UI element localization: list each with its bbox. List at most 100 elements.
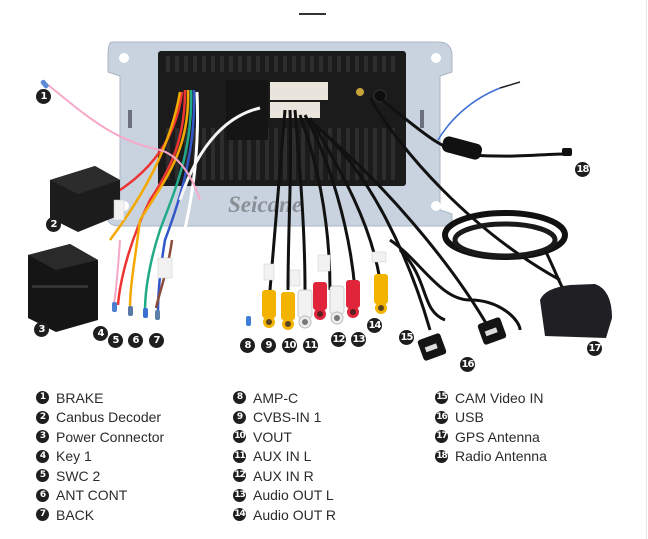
heat-sink-fin: [265, 56, 269, 72]
legend-label: BACK: [56, 506, 95, 523]
heat-sink-fin: [175, 56, 179, 72]
heat-sink-fin: [364, 56, 368, 72]
heat-sink-fin: [319, 128, 323, 180]
legend-label: AMP-C: [253, 389, 299, 406]
heat-sink-fin: [328, 56, 332, 72]
heat-sink-fin: [166, 56, 170, 72]
callout-1: 1: [36, 89, 51, 104]
heat-sink-fin: [229, 128, 233, 180]
heat-sink-fin: [211, 128, 215, 180]
legend-item: 17 GPS Antenna: [435, 427, 547, 447]
heat-sink-fin: [247, 56, 251, 72]
heat-sink-fin: [229, 56, 233, 72]
legend-number: 7: [36, 508, 49, 522]
power-connector-block: [28, 244, 98, 332]
heat-sink-fin: [319, 56, 323, 72]
legend-number: 9: [233, 410, 246, 424]
callout-17: 17: [587, 341, 602, 356]
heat-sink-fin: [220, 128, 224, 180]
callout-5: 5: [108, 333, 123, 348]
callout-6: 6: [128, 333, 143, 348]
legend-label: GPS Antenna: [455, 428, 540, 445]
callout-14: 14: [367, 318, 382, 333]
right-edge-divider: [646, 0, 647, 539]
legend-number: 13: [233, 488, 246, 502]
heat-sink-fin: [391, 128, 395, 180]
heat-sink-fin: [373, 128, 377, 180]
legend-number: 16: [435, 410, 448, 424]
legend-number: 14: [233, 508, 246, 522]
heat-sink-fin: [247, 128, 251, 180]
wire-bundle: [47, 84, 261, 313]
callout-7: 7: [149, 333, 164, 348]
heat-sink-fin: [184, 56, 188, 72]
heat-sink-fin: [382, 128, 386, 180]
heat-sink-fin: [346, 56, 350, 72]
callout-3: 3: [34, 322, 49, 337]
cable-tags: [113, 199, 387, 287]
legend-number: 1: [36, 391, 49, 405]
heat-sink-fin: [211, 56, 215, 72]
legend-number: 3: [36, 430, 49, 444]
legend-item: 7 BACK: [36, 505, 164, 525]
heat-sink-fin: [292, 56, 296, 72]
legend-item: 14 Audio OUT R: [233, 505, 336, 525]
heat-sink-fin: [382, 56, 386, 72]
callout-4: 4: [93, 326, 108, 341]
legend-label: Audio OUT R: [253, 506, 336, 523]
heat-sink-fin: [220, 56, 224, 72]
legend-number: 15: [435, 391, 448, 405]
callout-12: 12: [331, 332, 346, 347]
heat-sink-fin: [301, 128, 305, 180]
legend-label: AUX IN R: [253, 467, 314, 484]
heat-sink-fin: [283, 56, 287, 72]
harness-photo: Seicane: [28, 41, 612, 361]
legend-label: BRAKE: [56, 389, 104, 406]
legend-label: VOUT: [253, 428, 292, 445]
heat-sink-fin: [337, 56, 341, 72]
radio-antenna-cable: [437, 81, 572, 160]
legend-number: 18: [435, 449, 448, 463]
legend-label: Radio Antenna: [455, 448, 547, 465]
heat-sink-fin: [310, 56, 314, 72]
legend-label: Key 1: [56, 448, 92, 465]
heat-sink-fin: [283, 128, 287, 180]
legend-item: 18 Radio Antenna: [435, 447, 547, 467]
heat-sink-fin: [292, 128, 296, 180]
heat-sink-fin: [355, 128, 359, 180]
legend-number: 8: [233, 391, 246, 405]
legend-item: 8 AMP-C: [233, 388, 336, 408]
legend-number: 17: [435, 430, 448, 444]
gps-antenna: [442, 210, 612, 338]
heat-sink-fin: [373, 56, 377, 72]
heat-sink-fin: [274, 56, 278, 72]
legend-item: 4 Key 1: [36, 447, 164, 467]
heat-sink-fin: [238, 128, 242, 180]
heat-sink-fin: [202, 128, 206, 180]
callout-15: 15: [399, 330, 414, 345]
usb-connectors: [389, 238, 522, 361]
callout-16: 16: [460, 357, 475, 372]
legend-label: Power Connector: [56, 428, 165, 445]
wire-tips: [40, 79, 251, 326]
heat-sink-fin: [256, 56, 260, 72]
heat-sink-fin: [391, 56, 395, 72]
heat-sink-fin: [256, 128, 260, 180]
legend-label: CVBS-IN 1: [253, 409, 322, 426]
callout-18: 18: [575, 162, 590, 177]
legend-number: 4: [36, 449, 49, 463]
heat-sink-fin: [301, 56, 305, 72]
callout-2: 2: [46, 217, 61, 232]
legend-item: 1 BRAKE: [36, 388, 164, 408]
legend-number: 5: [36, 469, 49, 483]
